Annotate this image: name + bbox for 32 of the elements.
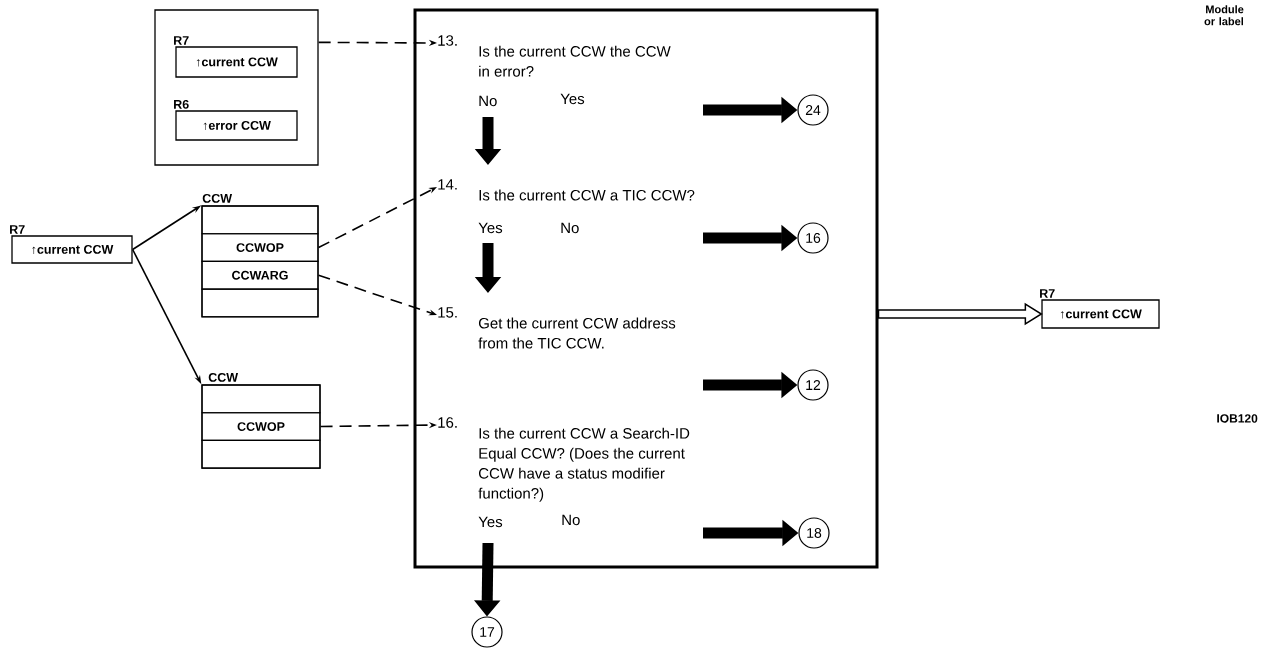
branch-label: No xyxy=(479,95,497,107)
branch-label: No xyxy=(561,222,579,234)
step-text: 13. Is the current CCW the CCW in error? xyxy=(438,35,671,77)
field-row xyxy=(201,205,319,235)
field-row xyxy=(201,384,321,414)
step-text: 16. Is the current CCW a Search-ID Equal CCW? (Does the current CCW have a status modifier function?) xyxy=(438,417,690,502)
field-row xyxy=(201,288,319,318)
node-label: R7 xyxy=(174,36,189,45)
register-box: ↑current CCW R7 xyxy=(10,225,133,264)
register-box: ↑error CCW R6 xyxy=(174,99,298,141)
node-label: R6 xyxy=(174,99,189,109)
module-label: Module or label xyxy=(1204,5,1244,26)
register-box: ↑current CCW R7 xyxy=(1040,289,1160,329)
register-box: ↑current CCW R7 xyxy=(174,36,298,78)
branch-label: Yes xyxy=(478,516,503,528)
node-label: CCW xyxy=(208,372,239,382)
step-text: 15. Get the current CCW address from the TIC CCW. xyxy=(438,307,676,349)
node-label: CCW xyxy=(202,193,233,203)
branch-label: Yes xyxy=(478,222,503,234)
node-label: R7 xyxy=(10,225,25,234)
register-panel xyxy=(154,9,319,166)
hollow-arrow xyxy=(877,302,1043,326)
field-row: CCWARG xyxy=(201,260,319,290)
figure-id: IOB120 xyxy=(1217,414,1258,423)
branch-label: No xyxy=(562,514,580,526)
field-row xyxy=(201,439,321,469)
node-label: R7 xyxy=(1040,289,1055,298)
branch-label: Yes xyxy=(560,93,585,105)
step-frame xyxy=(413,8,879,569)
step-text: 14. Is the current CCW a TIC CCW? xyxy=(438,179,695,201)
field-row: CCWOP xyxy=(201,412,321,441)
field-row: CCWOP xyxy=(201,233,319,262)
